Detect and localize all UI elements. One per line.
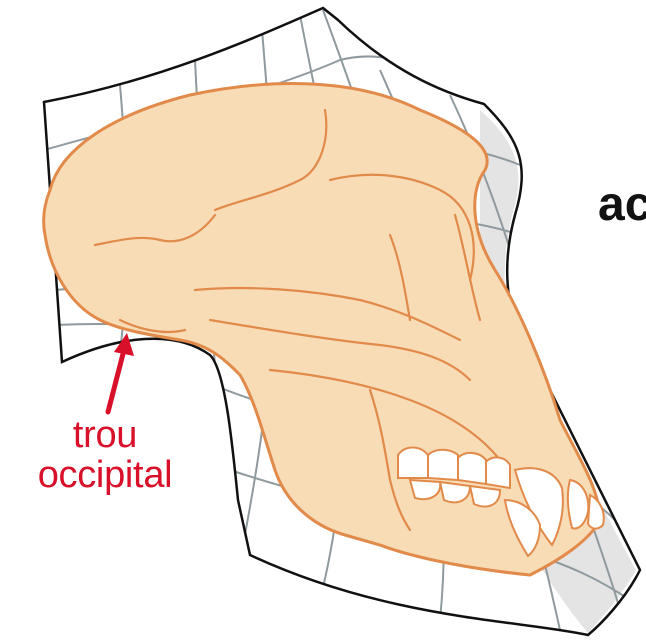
lower-molar-3 [470, 486, 500, 506]
trou-label-line1: trou [0, 415, 210, 455]
cut-off-label: ac [598, 180, 646, 230]
lower-molar-1 [410, 480, 440, 499]
premolar-1 [486, 457, 510, 488]
molar-2 [428, 450, 458, 480]
trou-occipital-label: trou occipital [0, 415, 210, 495]
molar-1 [398, 448, 428, 479]
molar-3 [458, 453, 486, 484]
lower-molar-2 [440, 482, 470, 502]
trou-label-line2: occipital [0, 455, 210, 495]
